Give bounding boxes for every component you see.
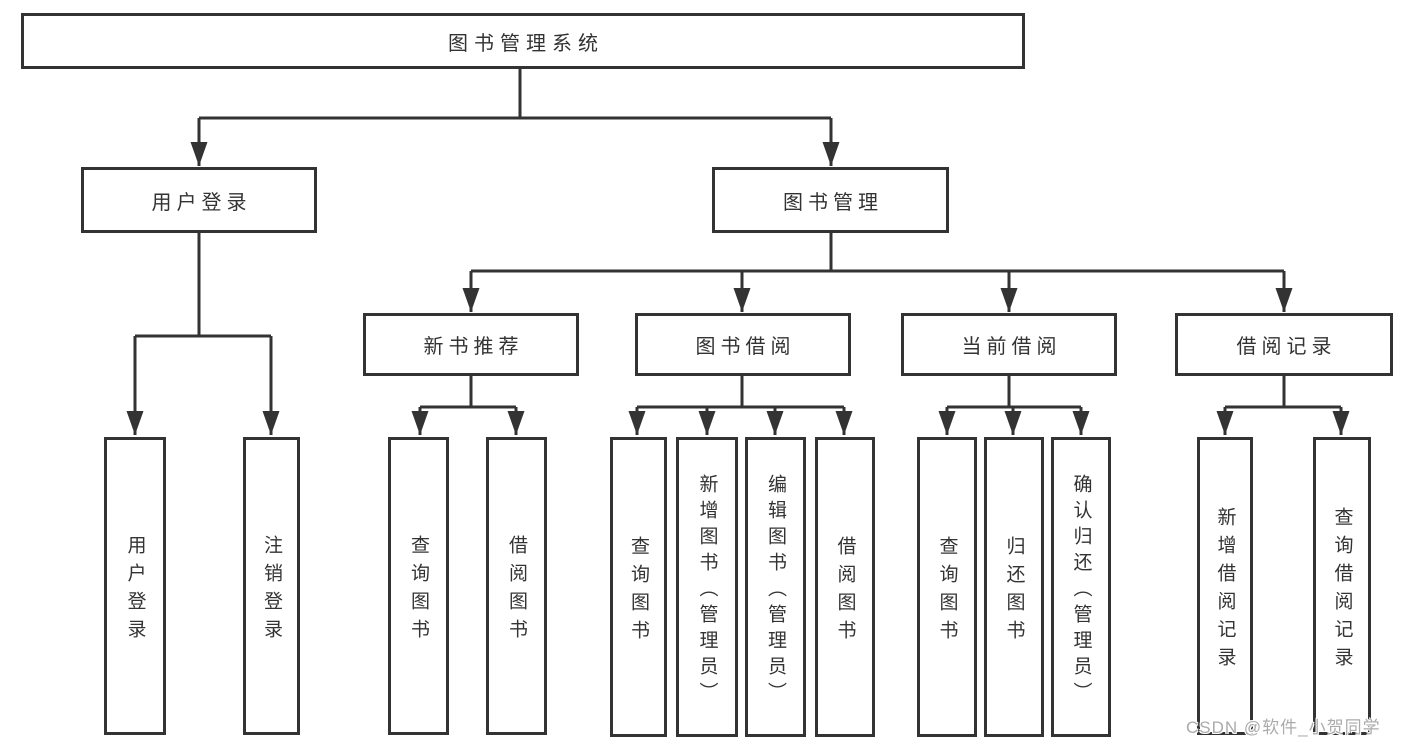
leaf-edit-book-admin: 编辑图书（管理员） xyxy=(745,437,806,737)
watermark: CSDN @软件_小贺同学 xyxy=(1186,718,1381,737)
leaf-user-login: 用户登录 xyxy=(104,437,166,735)
node-book-management: 图书管理 xyxy=(712,167,949,233)
leaf-confirm-return-admin: 确认归还（管理员） xyxy=(1051,437,1111,737)
node-borrowing-records: 借阅记录 xyxy=(1175,313,1393,376)
leaf-add-borrow-record: 新增借阅记录 xyxy=(1197,437,1253,735)
leaf-query-borrow-record: 查询借阅记录 xyxy=(1313,437,1371,735)
leaf-query-books-borrow: 查询图书 xyxy=(610,437,667,737)
leaf-add-book-admin: 新增图书（管理员） xyxy=(676,437,738,737)
node-current-borrowing: 当前借阅 xyxy=(901,313,1117,376)
node-new-book-recommend: 新书推荐 xyxy=(363,313,579,376)
leaf-borrow-books: 借阅图书 xyxy=(815,437,875,737)
leaf-logout: 注销登录 xyxy=(243,437,300,735)
leaf-borrow-books-recommend: 借阅图书 xyxy=(486,437,547,735)
node-user-login: 用户登录 xyxy=(81,167,317,233)
leaf-return-books: 归还图书 xyxy=(984,437,1044,737)
leaf-query-books-recommend: 查询图书 xyxy=(388,437,449,735)
leaf-query-books-current: 查询图书 xyxy=(917,437,977,737)
node-root: 图书管理系统 xyxy=(21,13,1025,69)
node-book-borrowing: 图书借阅 xyxy=(635,313,851,376)
